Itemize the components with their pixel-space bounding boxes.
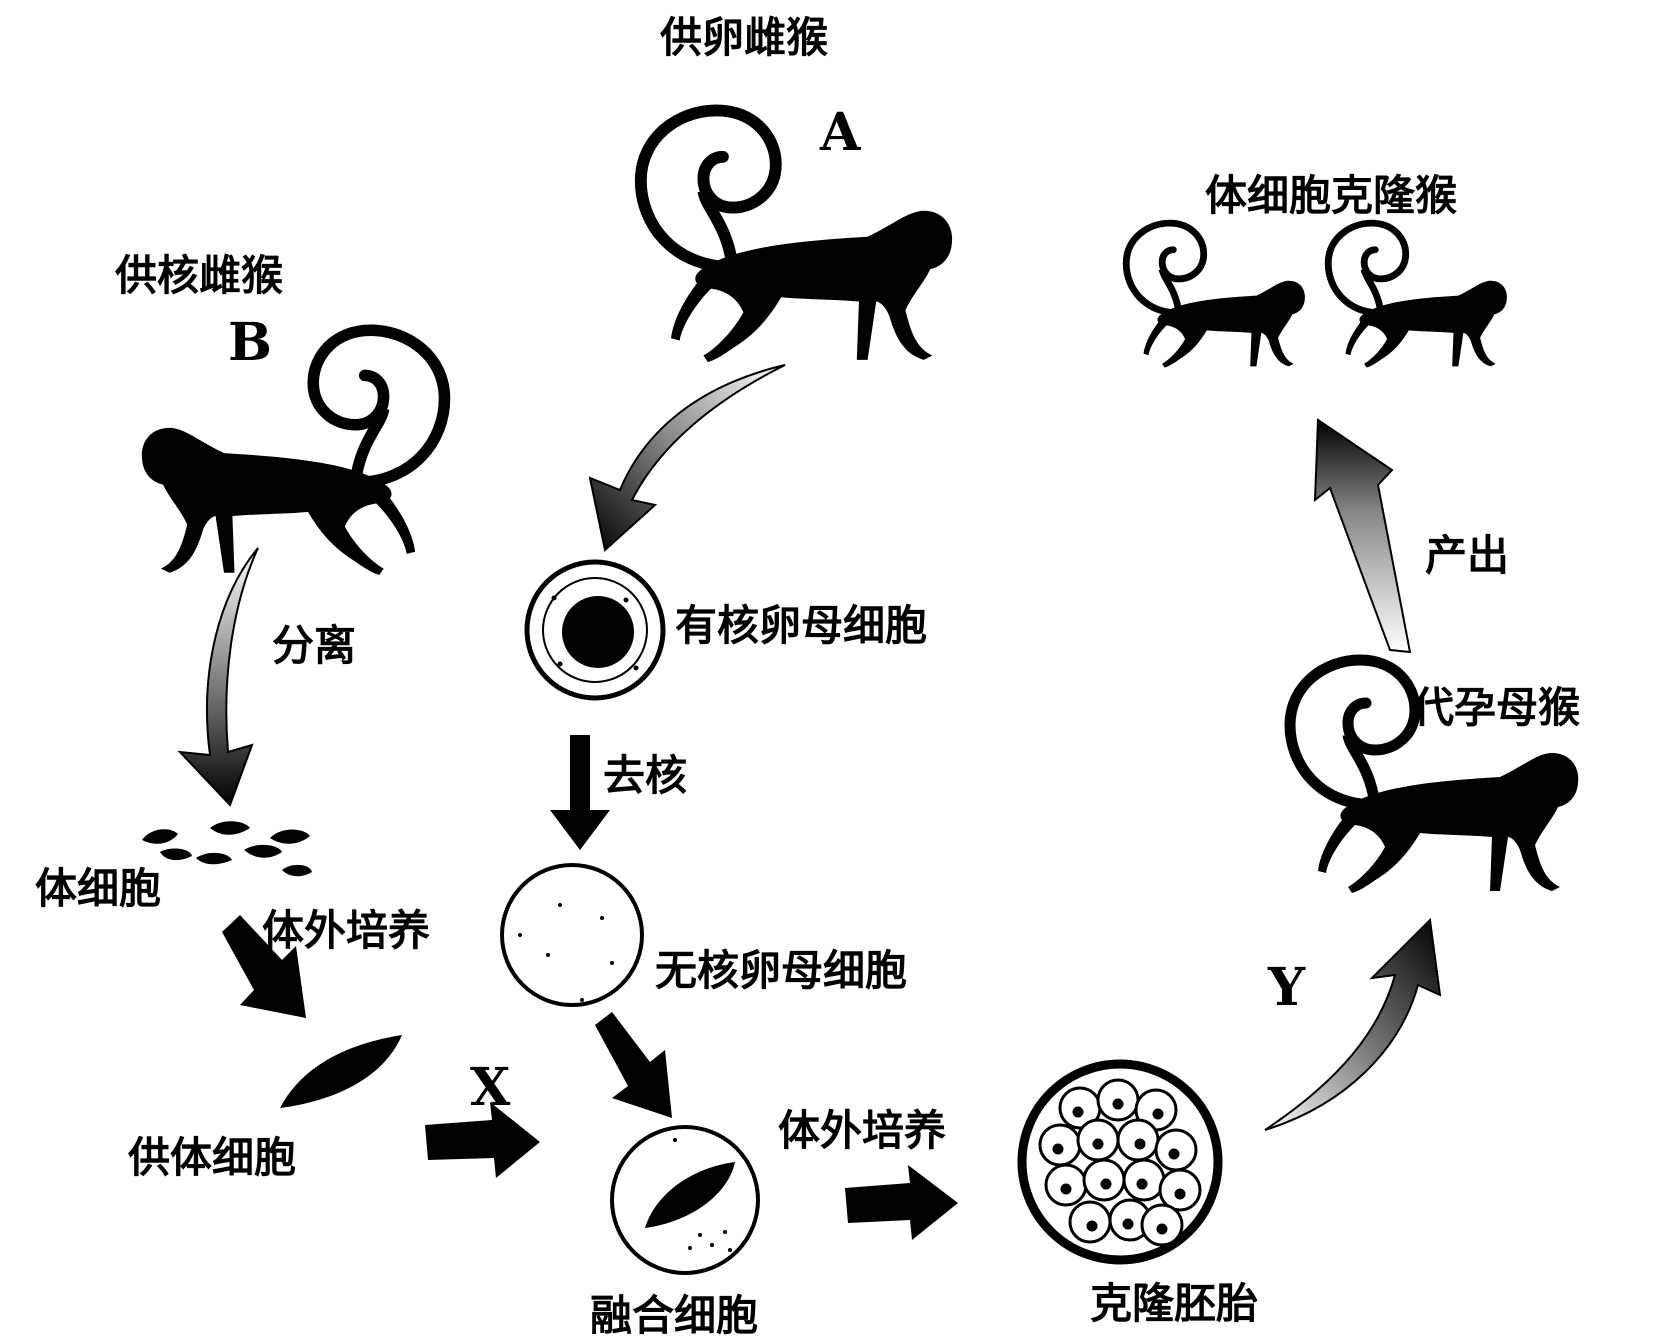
blastomere-nucleus bbox=[1122, 1218, 1134, 1230]
blastomere-nucleus bbox=[1052, 1143, 1064, 1155]
somatic-cells-icon bbox=[142, 821, 312, 877]
arrow-enucleate-icon bbox=[550, 735, 610, 850]
arrow-in-vitro-culture-1-icon bbox=[222, 915, 306, 1018]
in-vitro-culture-2-label: 体外培养 bbox=[778, 1106, 946, 1155]
arrow-in-vitro-culture-2-icon bbox=[845, 1165, 958, 1240]
fused-cell-label: 融合细胞 bbox=[590, 1291, 758, 1340]
clone-monkey-1-icon bbox=[1126, 223, 1305, 367]
egg-donor-letter: A bbox=[819, 102, 861, 163]
cloned-embryo-icon bbox=[1017, 1059, 1223, 1265]
blastomere-nucleus bbox=[1174, 1188, 1186, 1200]
clone-monkeys-title: 体细胞克隆猴 bbox=[1205, 171, 1457, 220]
blastomere-nucleus bbox=[1060, 1183, 1072, 1195]
egg-donor-monkey-icon bbox=[641, 110, 952, 362]
blastomere-nucleus bbox=[1112, 1098, 1124, 1110]
blastomere-nucleus bbox=[1100, 1178, 1112, 1190]
blastomere-nucleus bbox=[1156, 1223, 1168, 1235]
enucleate-label: 去核 bbox=[603, 751, 687, 800]
donor-somatic-cell-label: 供体细胞 bbox=[128, 1133, 296, 1182]
arrow-a-to-oocyte-icon bbox=[588, 364, 786, 552]
arrow-y-icon bbox=[1264, 917, 1442, 1131]
blastomere-nucleus bbox=[1072, 1106, 1084, 1118]
oocyte-with-nucleus-icon bbox=[524, 559, 666, 701]
step-y-label: Y bbox=[1267, 957, 1306, 1018]
surrogate-mother-label: 代孕母猴 bbox=[1411, 683, 1580, 732]
clone-monkey-2-icon bbox=[1328, 223, 1507, 367]
egg-donor-title: 供卵雌猴 bbox=[660, 13, 828, 62]
blastomere-nucleus bbox=[1152, 1108, 1164, 1120]
blastomere-nucleus bbox=[1136, 1178, 1148, 1190]
nucleus-donor-monkey-icon bbox=[142, 330, 445, 575]
enucleated-oocyte-icon bbox=[500, 863, 644, 1007]
arrow-x-icon bbox=[425, 1102, 540, 1178]
blastomere-nucleus bbox=[1092, 1138, 1104, 1150]
arrow-b-to-somatic-icon bbox=[177, 547, 259, 807]
blastomere-nucleus bbox=[1168, 1148, 1180, 1160]
nucleus-donor-title: 供核雌猴 bbox=[115, 251, 283, 300]
nucleus-donor-letter: B bbox=[228, 312, 272, 373]
fused-cell-icon bbox=[610, 1125, 760, 1275]
blastomere-nucleus bbox=[1134, 1138, 1146, 1150]
cloned-embryo-label: 克隆胚胎 bbox=[1090, 1279, 1258, 1328]
enucleated-oocyte-label: 无核卵母细胞 bbox=[655, 946, 907, 995]
somatic-cells-label: 体细胞 bbox=[35, 864, 161, 913]
arrow-oocyte-to-fusion-icon bbox=[595, 1012, 672, 1118]
oocyte-with-nucleus-label: 有核卵母细胞 bbox=[675, 601, 927, 650]
blastomere-nucleus bbox=[1086, 1220, 1098, 1232]
arrow-give-birth-icon bbox=[1313, 418, 1412, 654]
separate-label: 分离 bbox=[272, 621, 356, 670]
step-x-label: X bbox=[470, 1057, 511, 1118]
give-birth-label: 产出 bbox=[1425, 531, 1509, 580]
donor-somatic-cell-icon bbox=[280, 1035, 402, 1108]
in-vitro-culture-1-label: 体外培养 bbox=[262, 906, 430, 955]
